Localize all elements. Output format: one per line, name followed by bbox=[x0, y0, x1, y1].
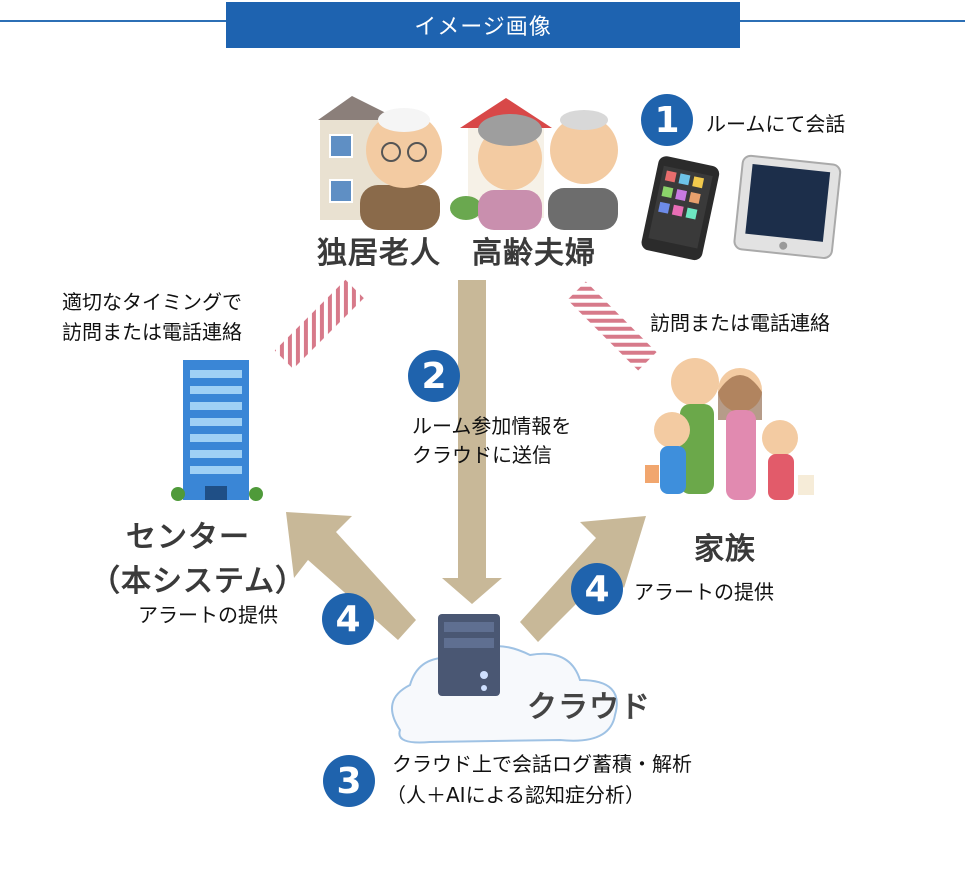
step-2-text-line1: ルーム参加情報を bbox=[412, 414, 572, 438]
step-2-text-line2: クラウドに送信 bbox=[412, 443, 552, 467]
elderly-woman-illustration bbox=[478, 114, 542, 230]
header-title: イメージ画像 bbox=[226, 2, 740, 48]
step-4-center-text: アラートの提供 bbox=[138, 603, 278, 627]
elderly-husband-illustration bbox=[548, 110, 618, 230]
office-building-illustration bbox=[171, 360, 263, 501]
contact-link-center bbox=[274, 279, 364, 369]
step-1-badge: 1 bbox=[641, 94, 693, 146]
label-family: 家族 bbox=[694, 532, 756, 567]
smartphone-icon bbox=[641, 156, 720, 261]
step-1-text: ルームにて会話 bbox=[706, 112, 846, 136]
contact-family-text: 訪問または電話連絡 bbox=[650, 311, 830, 335]
elderly-man-illustration bbox=[360, 108, 442, 230]
label-center: センター bbox=[126, 520, 250, 555]
label-elderly-couple: 高齢夫婦 bbox=[472, 236, 596, 271]
step-4-family-text: アラートの提供 bbox=[634, 580, 774, 604]
arrow-elderly-to-cloud bbox=[442, 280, 502, 604]
label-cloud: クラウド bbox=[527, 690, 651, 725]
contact-link-family bbox=[567, 281, 657, 371]
contact-center-line1: 適切なタイミングで bbox=[62, 290, 242, 314]
step-3-text-line2: （人＋AIによる認知症分析） bbox=[386, 783, 645, 807]
label-center-subtitle: （本システム） bbox=[90, 564, 307, 599]
contact-center-line2: 訪問または電話連絡 bbox=[62, 320, 242, 344]
tablet-icon bbox=[733, 154, 842, 259]
arrow-cloud-to-center bbox=[286, 512, 416, 640]
label-elderly-single: 独居老人 bbox=[317, 236, 441, 271]
step-3-text-line1: クラウド上で会話ログ蓄積・解析 bbox=[392, 752, 692, 776]
step-4-center-badge: 4 bbox=[322, 593, 374, 645]
step-4-family-badge: 4 bbox=[571, 563, 623, 615]
step-2-badge: 2 bbox=[408, 350, 460, 402]
step-3-badge: 3 bbox=[323, 755, 375, 807]
family-illustration bbox=[645, 358, 814, 500]
server-icon bbox=[438, 614, 500, 696]
